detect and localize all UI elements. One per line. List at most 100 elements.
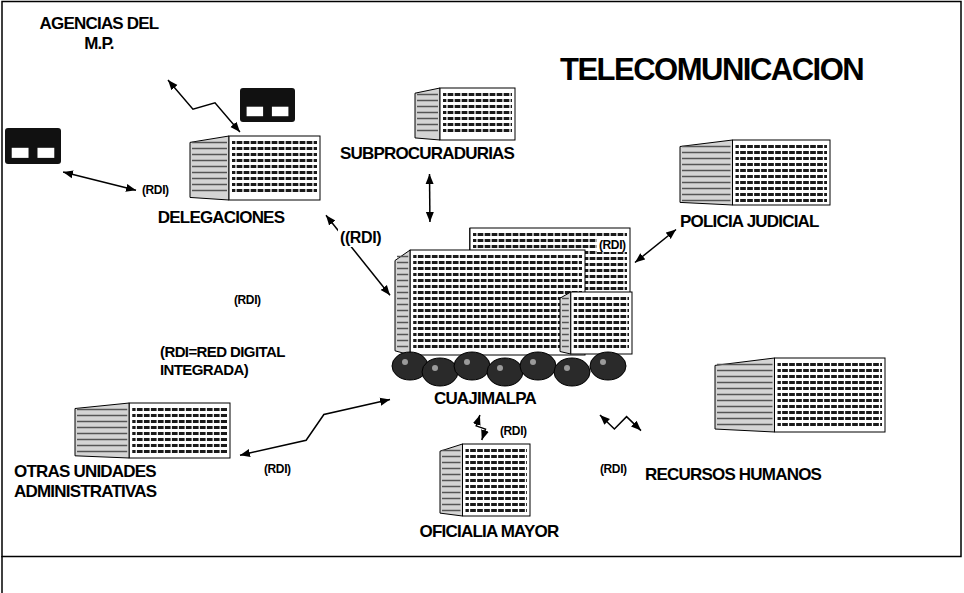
window-mullion [490, 447, 491, 513]
rdi-connector [476, 415, 485, 440]
window-row [574, 315, 629, 318]
building-front [440, 88, 515, 140]
window-mullion [424, 253, 425, 352]
side-window-row [717, 376, 773, 378]
side-window-row [77, 439, 127, 441]
side-window-row [682, 182, 731, 184]
tree [454, 352, 490, 380]
side-window-row [442, 474, 461, 476]
window-row [466, 449, 528, 452]
small-building-window [37, 148, 54, 158]
window-row [574, 327, 629, 330]
window-mullion [522, 253, 523, 352]
window-mullion [143, 406, 144, 455]
window-mullion [298, 139, 299, 197]
window-mullion [476, 447, 477, 513]
side-window-row [417, 118, 438, 120]
building-node: OFICIALIA MAYOR [404, 440, 578, 548]
window-mullion [809, 143, 810, 202]
window-row [466, 509, 528, 512]
window-mullion [481, 91, 482, 137]
side-window-row [397, 328, 408, 330]
side-window-row [397, 280, 408, 282]
building-side [680, 140, 733, 205]
window-row [778, 387, 883, 390]
side-window-row [442, 492, 461, 494]
window-mullion [781, 361, 782, 429]
window-mullion [242, 139, 243, 197]
node-label: POLICIA JUDICIAL [680, 212, 872, 232]
side-window-row [397, 316, 408, 318]
tree [422, 358, 458, 386]
node-label: DELEGACIONES [136, 208, 306, 228]
connector-label: ((RDI) [338, 228, 383, 247]
side-window-row [77, 433, 127, 435]
side-window-row [562, 298, 569, 300]
window-mullion [467, 91, 468, 137]
side-window-row [717, 388, 773, 390]
window-row [466, 467, 528, 470]
window-mullion [291, 139, 292, 197]
window-mullion [816, 361, 817, 429]
window-mullion [185, 406, 186, 455]
window-row [466, 491, 528, 494]
side-window-row [417, 124, 438, 126]
window-mullion [879, 361, 880, 429]
window-row [778, 381, 883, 384]
window-mullion [511, 447, 512, 513]
window-mullion [466, 253, 467, 352]
side-window-row [397, 286, 408, 288]
side-window-row [77, 427, 127, 429]
window-row [778, 411, 883, 414]
side-window-row [192, 166, 227, 168]
side-window-row [562, 340, 569, 342]
window-mullion [235, 139, 236, 197]
side-window-row [417, 106, 438, 108]
window-mullion [746, 143, 747, 202]
node-label: RECURSOS HUMANOS [645, 465, 877, 485]
building-front [129, 403, 230, 458]
small-building-body [240, 88, 295, 122]
small-building-window [272, 107, 289, 117]
window-row [466, 479, 528, 482]
window-mullion [802, 143, 803, 202]
rdi-connector [168, 80, 240, 132]
window-mullion [473, 253, 474, 352]
window-row [466, 455, 528, 458]
connector-label: (RDI) [598, 462, 629, 476]
window-mullion [460, 91, 461, 137]
side-window-row [397, 292, 408, 294]
window-mullion [446, 91, 447, 137]
window-mullion [598, 295, 599, 351]
tree-highlight [600, 359, 606, 365]
building-side [75, 403, 129, 458]
window-mullion [844, 361, 845, 429]
side-window-row [442, 504, 461, 506]
building-front [571, 292, 632, 354]
window-row [466, 473, 528, 476]
window-mullion [453, 91, 454, 137]
building-front [775, 358, 886, 432]
node-label: SUBPROCURADURIAS [332, 144, 522, 164]
side-window-row [682, 164, 731, 166]
window-mullion [469, 447, 470, 513]
window-mullion [872, 361, 873, 429]
building-icon [395, 250, 585, 355]
connector-label: (RDI) [597, 238, 628, 252]
window-row [232, 153, 317, 156]
side-window-row [682, 146, 731, 148]
side-window-row [562, 316, 569, 318]
building-icon [415, 88, 515, 140]
window-row [466, 497, 528, 500]
side-window-row [192, 172, 227, 174]
small-building-window [247, 107, 264, 117]
window-mullion [795, 143, 796, 202]
window-mullion [150, 406, 151, 455]
side-window-row [442, 456, 461, 458]
side-window-row [77, 445, 127, 447]
window-mullion [525, 447, 526, 513]
window-mullion [626, 295, 627, 351]
diagram-title: TELECOMUNICACION [560, 52, 863, 88]
side-window-row [682, 188, 731, 190]
